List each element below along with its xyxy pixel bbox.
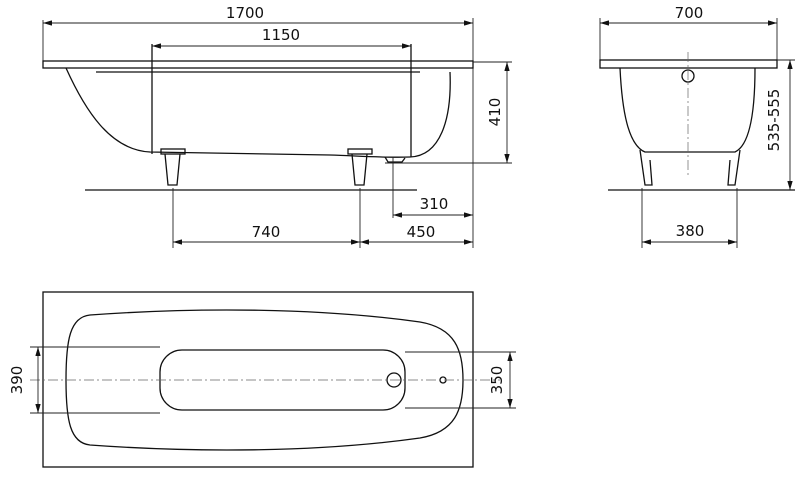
- dim-535-555: 535-555: [765, 89, 783, 152]
- dim-390: 390: [8, 366, 26, 395]
- foot-right: [347, 148, 373, 186]
- plan-view: 390 350: [8, 291, 516, 468]
- plan-inner-outline: [65, 309, 464, 451]
- side-view: 1700 1150 410 310 740 450: [42, 4, 512, 248]
- end-tub-body: [619, 67, 756, 153]
- dim-380: 380: [676, 222, 705, 240]
- dim-350: 350: [488, 366, 506, 395]
- tub-rim: [42, 60, 474, 69]
- foot-left: [160, 148, 186, 186]
- dim-450: 450: [407, 223, 436, 241]
- dim-1150: 1150: [262, 26, 300, 44]
- dim-700: 700: [675, 4, 704, 22]
- dim-410: 410: [486, 98, 504, 127]
- tub-profile: [65, 67, 451, 158]
- plan-outline: [42, 291, 474, 468]
- end-view: 700 535-555 380: [599, 4, 795, 248]
- dim-310: 310: [420, 195, 449, 213]
- dim-1700: 1700: [226, 4, 264, 22]
- end-rim: [599, 59, 778, 69]
- dim-740: 740: [252, 223, 281, 241]
- drain-circle: [386, 372, 402, 388]
